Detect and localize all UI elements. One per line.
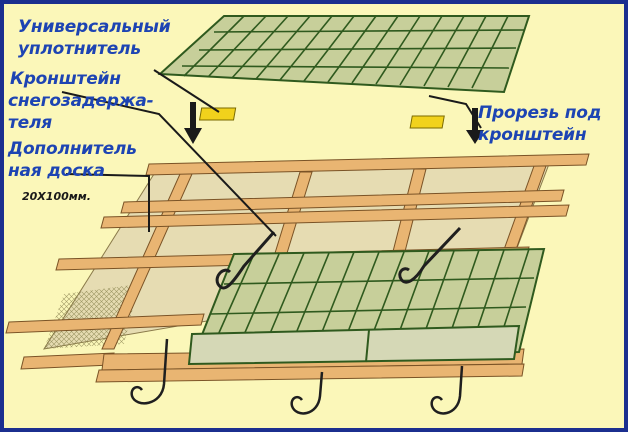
upper-roof-sheet xyxy=(157,15,531,94)
down-arrow-left xyxy=(184,102,202,144)
label-board-size: 20Х100мм. xyxy=(22,190,91,203)
label-bracket-line3: теля xyxy=(8,113,52,133)
label-slot-line1: Прорезь под xyxy=(478,103,602,123)
leader-lines xyxy=(61,69,482,237)
lower-roof-sheet xyxy=(187,247,546,366)
label-board-line1: Дополнитель xyxy=(8,139,137,159)
label-sealant-line1: Универсальный xyxy=(18,17,171,37)
gutter-hooks xyxy=(130,338,464,415)
label-sealant-line2: уплотнитель xyxy=(18,39,141,59)
label-bracket-line1: Кронштейн xyxy=(10,69,121,89)
label-bracket-line2: снегозадержа- xyxy=(8,91,154,111)
sealant-strip-right xyxy=(409,115,445,129)
sealant-strip-left xyxy=(198,107,237,121)
label-board-line2: ная доска xyxy=(8,161,105,181)
roof-illustration xyxy=(5,15,590,415)
label-slot-line2: кронштейн xyxy=(478,125,587,145)
snow-retainer-brackets xyxy=(215,226,462,290)
